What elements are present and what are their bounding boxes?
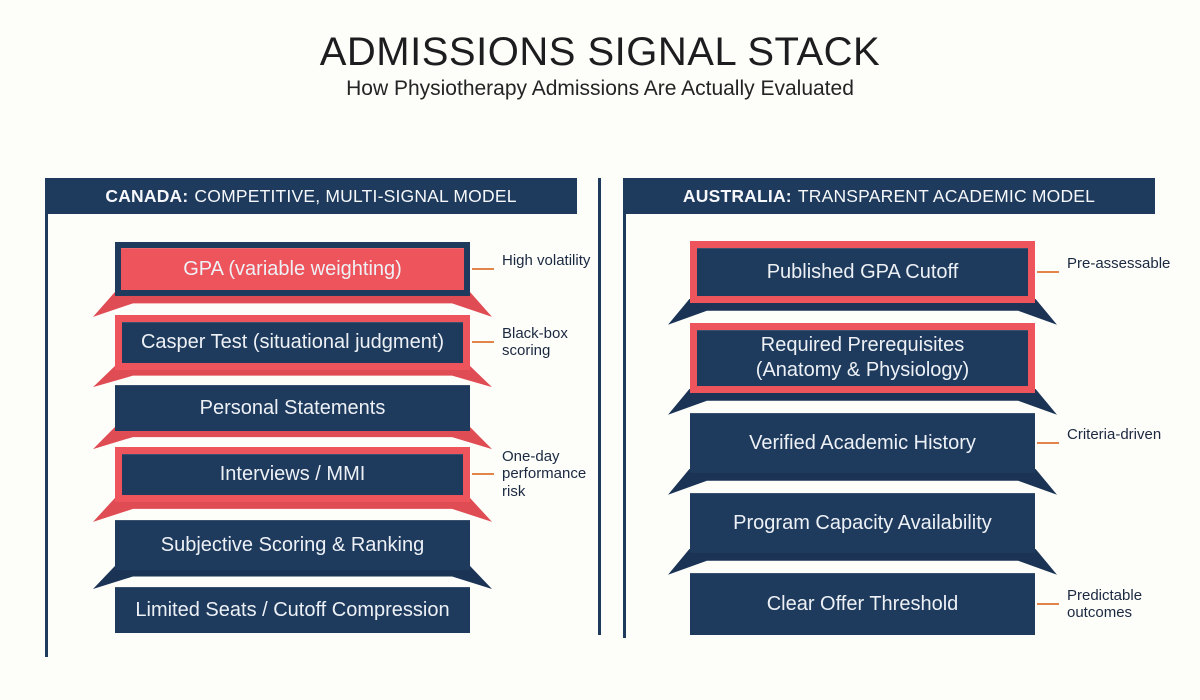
stack-item-clear-offer-threshold: Clear Offer Threshold	[690, 573, 1035, 635]
annotation-high-volatility: High volatility	[502, 252, 591, 269]
stack-item-casper-test: Casper Test (situational judgment)	[115, 315, 470, 370]
annotation-connector-line	[472, 268, 494, 270]
annotation-black-box-scoring: Black-box scoring	[502, 325, 568, 360]
stack-item-label: Interviews / MMI	[219, 463, 366, 485]
annotation-one-day-performance-risk: One-day performance risk	[502, 448, 587, 500]
annotation-connector-line	[1037, 603, 1059, 605]
stack-item-published-gpa-cutoff: Published GPA Cutoff	[690, 241, 1035, 303]
stack-item-label: Casper Test (situational judgment)	[140, 331, 445, 353]
page-subtitle: How Physiotherapy Admissions Are Actuall…	[346, 77, 854, 100]
stack-item-verified-academic-history: Verified Academic History	[690, 413, 1035, 473]
australia-header-country: AUSTRALIA:	[682, 185, 792, 206]
australia-header-model: TRANSPARENT ACADEMIC MODEL	[797, 185, 1096, 206]
stack-item-label: GPA (variable weighting)	[183, 257, 402, 280]
australia-panel-header: AUSTRALIA: TRANSPARENT ACADEMIC MODEL	[623, 178, 1155, 214]
stack-item-label: Program Capacity Availability	[733, 511, 992, 534]
canada-header-country: CANADA:	[105, 185, 189, 206]
annotation-connector-line	[1037, 442, 1059, 444]
australia-panel-left-border	[623, 178, 626, 638]
stack-item-subjective-scoring: Subjective Scoring & Ranking	[115, 520, 470, 570]
stack-item-limited-seats: Limited Seats / Cutoff Compression	[115, 587, 470, 633]
annotation-connector-line	[472, 341, 494, 343]
stack-item-personal-statements: Personal Statements	[115, 385, 470, 431]
stack-item-label: Subjective Scoring & Ranking	[160, 533, 425, 556]
canada-panel: CANADA: COMPETITIVE, MULTI-SIGNAL MODEL …	[45, 178, 601, 678]
infographic-root: ADMISSIONS SIGNAL STACK How Physiotherap…	[0, 30, 1200, 700]
annotation-criteria-driven: Criteria-driven	[1067, 426, 1162, 443]
canada-panel-left-border	[45, 178, 48, 657]
stack-item-label: Required Prerequisites (Anatomy & Physio…	[755, 334, 970, 381]
panel-divider-line	[598, 178, 601, 635]
stack-item-gpa: GPA (variable weighting)	[115, 242, 470, 296]
annotation-connector-line	[1037, 271, 1059, 273]
canada-header-model: COMPETITIVE, MULTI-SIGNAL MODEL	[194, 185, 517, 206]
annotation-connector-line	[472, 473, 494, 475]
annotation-predictable-outcomes: Predictable outcomes	[1067, 587, 1143, 622]
page-title: ADMISSIONS SIGNAL STACK	[319, 30, 881, 74]
annotation-pre-assessable: Pre-assessable	[1067, 255, 1171, 272]
stack-item-label: Limited Seats / Cutoff Compression	[135, 598, 450, 621]
stack-item-label: Clear Offer Threshold	[766, 592, 959, 615]
stack-item-required-prerequisites: Required Prerequisites (Anatomy & Physio…	[690, 323, 1035, 393]
stack-item-interviews-mmi: Interviews / MMI	[115, 447, 470, 502]
canada-panel-header: CANADA: COMPETITIVE, MULTI-SIGNAL MODEL	[45, 178, 577, 214]
stack-item-label: Personal Statements	[199, 396, 386, 419]
australia-panel: AUSTRALIA: TRANSPARENT ACADEMIC MODEL Pu…	[623, 178, 1170, 678]
stack-item-program-capacity: Program Capacity Availability	[690, 493, 1035, 553]
stack-item-label: Verified Academic History	[749, 431, 976, 454]
stack-item-label: Published GPA Cutoff	[766, 260, 959, 283]
